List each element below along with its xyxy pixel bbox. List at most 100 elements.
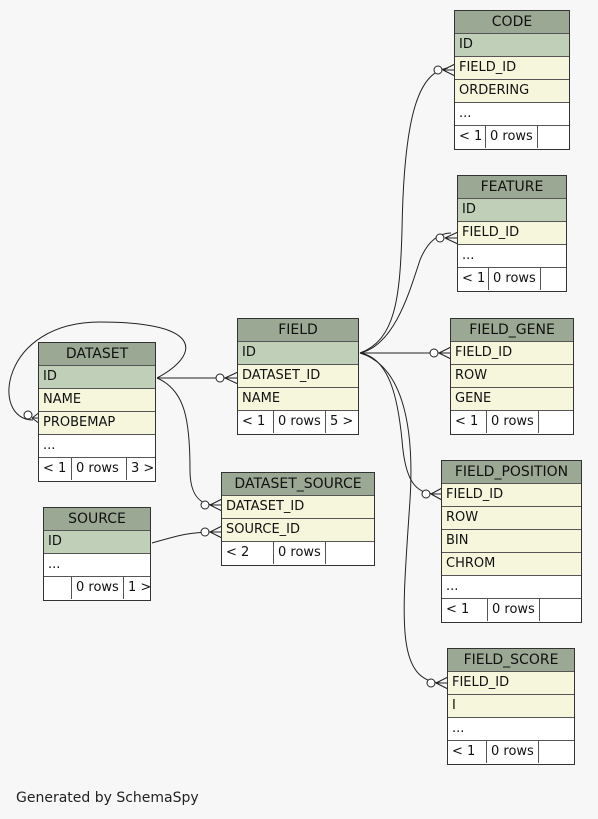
column-row[interactable]: FIELD_ID <box>451 342 573 365</box>
row-count: 0 rows <box>487 411 539 433</box>
column-row[interactable]: NAME <box>238 388 358 411</box>
parents-count: < 1 <box>451 411 487 433</box>
column-row[interactable]: PROBEMAP <box>39 412 155 435</box>
table-title: DATASET_SOURCE <box>222 473 374 496</box>
parents-count: < 1 <box>455 126 486 148</box>
parents-count: < 1 <box>442 599 488 621</box>
parents-count: < 1 <box>238 411 274 433</box>
edge-end-circle <box>435 233 445 243</box>
row-count: 0 rows <box>72 458 127 480</box>
parents-count <box>44 577 72 599</box>
edge-field-score <box>359 352 442 684</box>
more-columns-row[interactable]: ... <box>39 435 155 458</box>
edge-end-circle <box>200 527 210 537</box>
table-title: DATASET <box>39 343 155 366</box>
table-title: FEATURE <box>458 176 566 199</box>
column-row[interactable]: GENE <box>451 388 573 411</box>
column-row[interactable]: ID <box>458 199 566 222</box>
crows-foot <box>442 63 456 77</box>
more-columns-row[interactable]: ... <box>458 245 566 268</box>
edge-end-circle <box>200 500 210 510</box>
edge-end-circle <box>426 678 436 688</box>
column-row[interactable]: NAME <box>39 389 155 412</box>
column-row[interactable]: CHROM <box>442 553 581 576</box>
crows-foot <box>438 346 452 360</box>
children-count <box>541 268 566 290</box>
table-title: FIELD_GENE <box>451 319 573 342</box>
column-row[interactable]: FIELD_ID <box>458 222 566 245</box>
children-count <box>539 411 573 433</box>
edge-end-circle <box>215 373 225 383</box>
children-count <box>540 599 581 621</box>
edge-end-circle <box>433 65 443 75</box>
column-row[interactable]: BIN <box>442 530 581 553</box>
more-columns-row[interactable]: ... <box>442 576 581 599</box>
column-row[interactable]: FIELD_ID <box>448 672 574 695</box>
row-count: 0 rows <box>274 411 326 433</box>
edge-end-circle <box>421 489 431 499</box>
row-count: 0 rows <box>72 577 124 599</box>
children-count <box>326 542 374 564</box>
column-row[interactable]: ROW <box>442 507 581 530</box>
row-count: 0 rows <box>487 741 539 763</box>
more-columns-row[interactable]: ... <box>455 103 569 126</box>
column-row[interactable]: DATASET_ID <box>238 365 358 388</box>
edge-end-circle <box>23 410 33 420</box>
parents-count: < 1 <box>39 458 72 480</box>
column-row[interactable]: FIELD_ID <box>442 484 581 507</box>
column-row[interactable]: DATASET_ID <box>222 496 374 519</box>
column-row[interactable]: FIELD_ID <box>455 57 569 80</box>
table-title: FIELD_POSITION <box>442 461 581 484</box>
children-count <box>538 126 569 148</box>
edge-field-feature <box>359 232 452 354</box>
edge-end-circle <box>429 348 439 358</box>
column-row[interactable]: SOURCE_ID <box>222 519 374 542</box>
column-row[interactable]: ROW <box>451 365 573 388</box>
children-count: 3 > <box>131 461 155 476</box>
edge-dataset-self <box>8 321 187 421</box>
column-row[interactable]: ORDERING <box>455 80 569 103</box>
column-row[interactable]: ID <box>238 342 358 365</box>
column-row[interactable]: ID <box>44 531 150 554</box>
parents-count: < 2 <box>222 542 274 564</box>
row-count: 0 rows <box>274 542 326 564</box>
more-columns-row[interactable]: ... <box>448 718 574 741</box>
crows-foot <box>435 676 449 690</box>
row-count: 0 rows <box>489 268 541 290</box>
edge-dataset-datasetsource <box>156 377 216 506</box>
more-columns-row[interactable]: ... <box>44 554 150 577</box>
children-count <box>539 741 574 763</box>
children-count: 5 > <box>330 414 354 429</box>
crows-foot <box>209 525 223 539</box>
parents-count: < 1 <box>448 741 487 763</box>
table-title: CODE <box>455 11 569 34</box>
parents-count: < 1 <box>458 268 489 290</box>
generated-by-label: Generated by SchemaSpy <box>16 790 199 806</box>
column-row[interactable]: ID <box>455 34 569 57</box>
crows-foot <box>430 487 443 501</box>
column-row[interactable]: ID <box>39 366 155 389</box>
table-title: SOURCE <box>44 508 150 531</box>
crows-foot <box>209 498 223 512</box>
column-row[interactable]: I <box>448 695 574 718</box>
